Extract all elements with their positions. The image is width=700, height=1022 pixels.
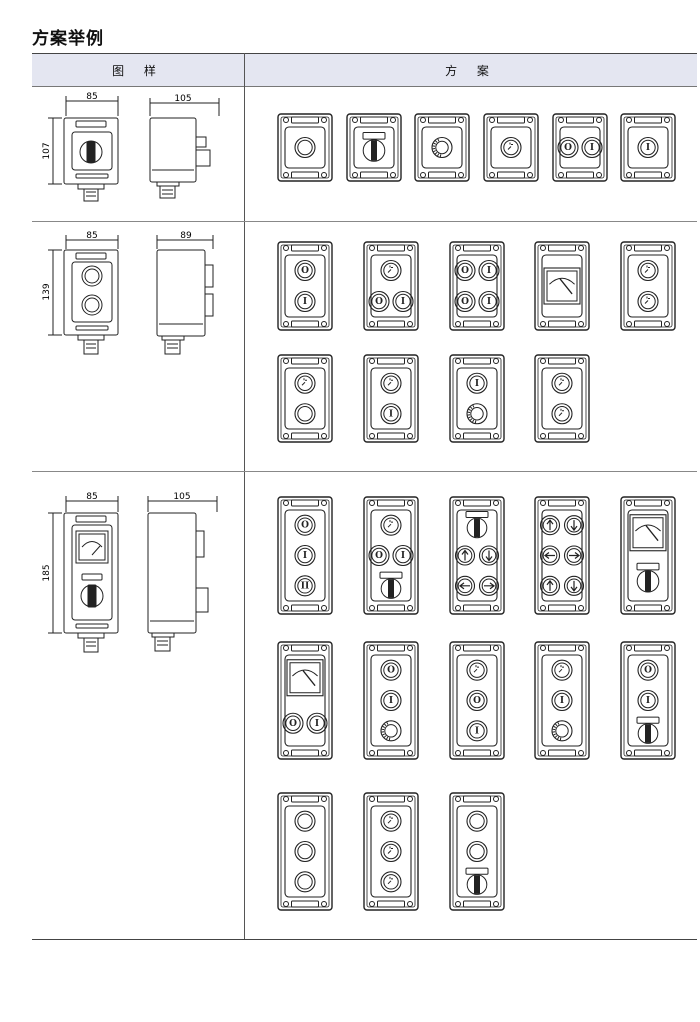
scheme-r1-2 bbox=[346, 113, 402, 182]
svg-text:I: I bbox=[315, 719, 319, 729]
scheme-r2-4 bbox=[534, 241, 590, 331]
row3-side-drawing bbox=[147, 496, 218, 652]
row3-width-dim: 85 bbox=[86, 492, 97, 502]
row1-side-drawing bbox=[149, 98, 220, 199]
scheme-r2-6 bbox=[277, 354, 333, 443]
svg-text:I: I bbox=[487, 266, 491, 276]
column-header-scheme: 方 案 bbox=[245, 53, 697, 87]
scheme-r2-7: I bbox=[363, 354, 419, 443]
svg-text:O: O bbox=[301, 266, 309, 276]
scheme-r3-13 bbox=[449, 792, 505, 911]
row2-front-drawing bbox=[48, 235, 119, 355]
scheme-r1-1 bbox=[277, 113, 333, 182]
scheme-r1-6: I bbox=[620, 113, 676, 182]
svg-text:I: I bbox=[303, 297, 307, 307]
row1-width-dim: 85 bbox=[86, 92, 97, 102]
row3-depth-dim: 105 bbox=[173, 492, 190, 502]
scheme-r3-9: I bbox=[534, 641, 590, 760]
svg-text:I: I bbox=[487, 297, 491, 307]
row1-depth-dim: 105 bbox=[174, 94, 191, 104]
scheme-r2-5 bbox=[620, 241, 676, 331]
scheme-r3-5 bbox=[620, 496, 676, 615]
svg-text:O: O bbox=[387, 666, 395, 676]
svg-text:I: I bbox=[389, 409, 393, 419]
scheme-r1-4 bbox=[483, 113, 539, 182]
svg-text:II: II bbox=[301, 581, 309, 591]
scheme-r3-8: OI bbox=[449, 641, 505, 760]
svg-text:O: O bbox=[301, 521, 309, 531]
svg-text:I: I bbox=[401, 551, 405, 561]
svg-text:O: O bbox=[564, 143, 572, 153]
scheme-r3-4 bbox=[534, 496, 590, 615]
svg-text:O: O bbox=[473, 696, 481, 706]
svg-text:O: O bbox=[461, 297, 469, 307]
row2-depth-dim: 89 bbox=[180, 231, 192, 241]
scheme-r3-10: OI bbox=[620, 641, 676, 760]
scheme-r2-8: I bbox=[449, 354, 505, 443]
row-divider-1 bbox=[32, 221, 697, 222]
row3-front-drawing bbox=[48, 496, 119, 653]
row2-width-dim: 85 bbox=[86, 231, 97, 241]
column-header-drawing: 图 样 bbox=[32, 53, 244, 87]
svg-text:I: I bbox=[590, 143, 594, 153]
row-divider-2 bbox=[32, 471, 697, 472]
scheme-r2-9 bbox=[534, 354, 590, 443]
row1-front-drawing bbox=[48, 96, 119, 202]
scheme-r2-1: OI bbox=[277, 241, 333, 331]
row1-height-dim: 107 bbox=[42, 142, 52, 159]
row2-height-dim: 139 bbox=[42, 283, 52, 300]
column-divider bbox=[244, 53, 245, 939]
svg-text:I: I bbox=[401, 297, 405, 307]
scheme-r1-3 bbox=[414, 113, 470, 182]
svg-text:I: I bbox=[560, 696, 564, 706]
svg-text:I: I bbox=[475, 726, 479, 736]
svg-text:O: O bbox=[289, 719, 297, 729]
svg-text:I: I bbox=[475, 379, 479, 389]
svg-text:I: I bbox=[303, 551, 307, 561]
svg-text:O: O bbox=[375, 297, 383, 307]
row2-side-drawing bbox=[156, 235, 214, 355]
scheme-r3-3 bbox=[449, 496, 505, 615]
scheme-r2-3: O I O I bbox=[449, 241, 505, 331]
svg-text:I: I bbox=[389, 696, 393, 706]
svg-text:O: O bbox=[644, 666, 652, 676]
scheme-r3-12 bbox=[363, 792, 419, 911]
page-title: 方案举例 bbox=[32, 29, 104, 49]
scheme-r3-7: OI bbox=[363, 641, 419, 760]
svg-text:I: I bbox=[646, 696, 650, 706]
svg-text:O: O bbox=[461, 266, 469, 276]
row3-height-dim: 185 bbox=[42, 564, 52, 581]
table-bottom-rule bbox=[32, 939, 697, 941]
svg-text:O: O bbox=[375, 551, 383, 561]
svg-text:I: I bbox=[646, 143, 650, 153]
scheme-r3-11 bbox=[277, 792, 333, 911]
